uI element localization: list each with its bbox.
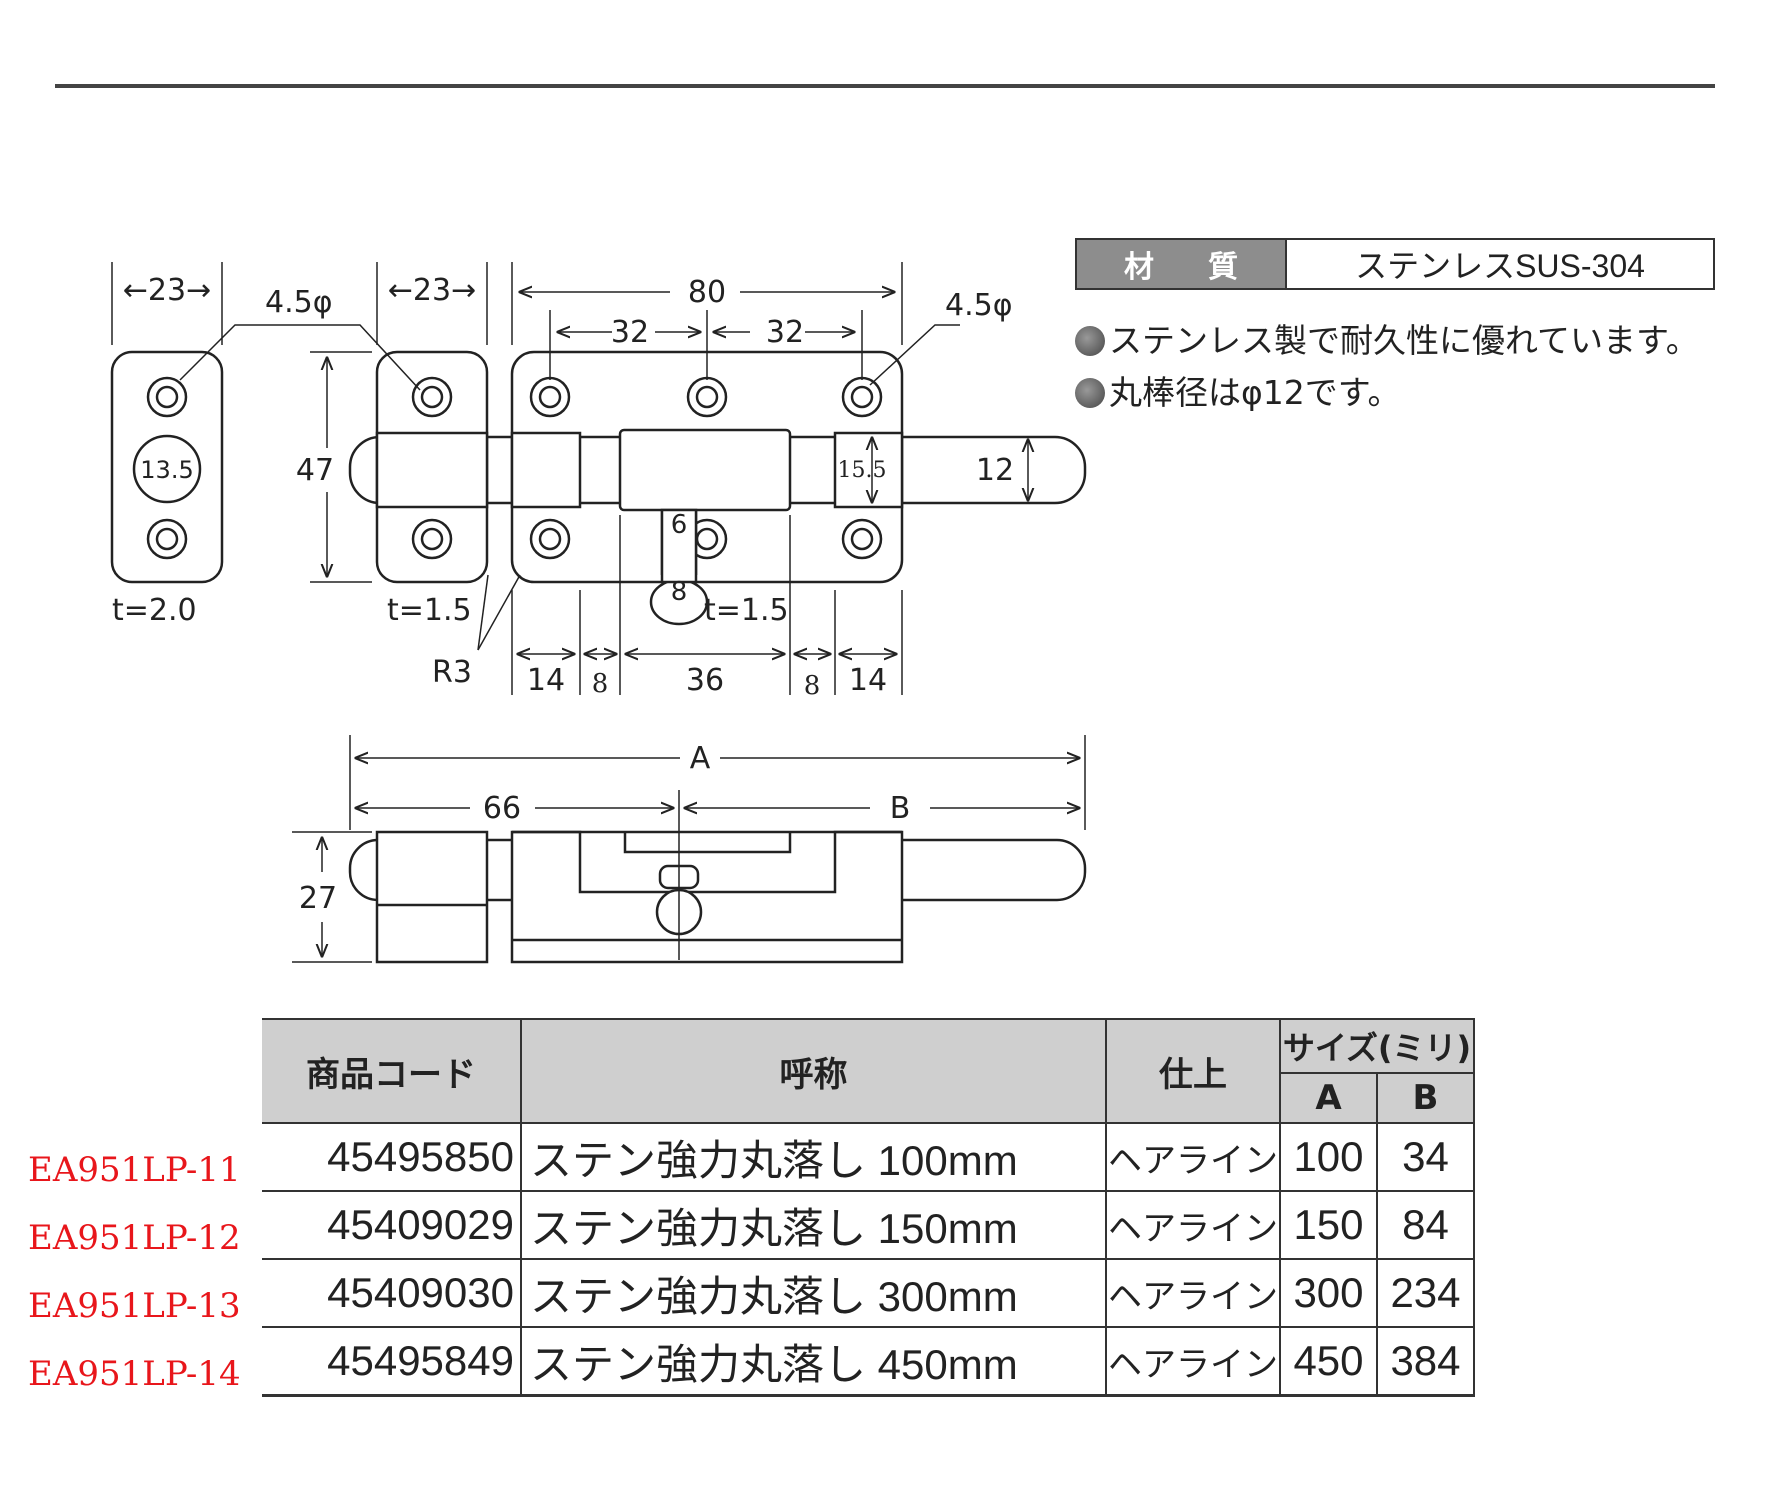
product-name: ステン強力丸落し 300mm xyxy=(520,1258,1107,1328)
header-size: サイズ(ミリ) xyxy=(1279,1018,1475,1074)
product-name: ステン強力丸落し 450mm xyxy=(520,1326,1107,1397)
table-row: 45409029 ステン強力丸落し 150mm ヘアライン 150 84 xyxy=(262,1190,1475,1260)
model-number: EA951LP-14 xyxy=(28,1354,241,1394)
dim-47: 47 xyxy=(296,453,334,488)
product-name: ステン強力丸落し 100mm xyxy=(520,1122,1107,1192)
dim-23-left: ←23→ xyxy=(123,273,211,308)
table-row: 45495850 ステン強力丸落し 100mm ヘアライン 100 34 xyxy=(262,1122,1475,1192)
material-box: 材 質 ステンレスSUS-304 xyxy=(1075,238,1715,290)
header-b: B xyxy=(1376,1072,1475,1124)
size-b: 384 xyxy=(1376,1326,1475,1397)
dim-14-b: 14 xyxy=(849,663,887,698)
size-b: 34 xyxy=(1376,1122,1475,1192)
dim-A: A xyxy=(690,741,711,776)
material-label: 材 質 xyxy=(1077,240,1287,288)
dim-80: 80 xyxy=(688,275,726,310)
dim-36: 36 xyxy=(686,663,724,698)
size-b: 84 xyxy=(1376,1190,1475,1260)
product-code: 45409029 xyxy=(262,1190,522,1260)
size-a: 100 xyxy=(1279,1122,1378,1192)
size-a: 150 xyxy=(1279,1190,1378,1260)
dim-14-a: 14 xyxy=(527,663,565,698)
hole-label-right: 4.5φ xyxy=(945,288,1013,323)
hole-label-left: 4.5φ xyxy=(265,285,333,320)
product-finish: ヘアライン xyxy=(1105,1326,1281,1397)
dim-6: 6 xyxy=(671,510,688,540)
header-code: 商品コード xyxy=(262,1018,522,1124)
model-number: EA951LP-13 xyxy=(28,1286,241,1326)
dim-8-knob: 8 xyxy=(671,577,688,607)
dim-32-a: 32 xyxy=(611,315,649,350)
dim-27: 27 xyxy=(299,881,337,916)
feature-item: ステンレス製で耐久性に優れています。 xyxy=(1075,315,1699,367)
feature-item: 丸棒径はφ12です。 xyxy=(1075,367,1699,419)
dim-12: 12 xyxy=(976,453,1014,488)
dim-B: B xyxy=(890,791,911,826)
dim-32-b: 32 xyxy=(766,315,804,350)
dim-66: 66 xyxy=(483,791,521,826)
size-b: 234 xyxy=(1376,1258,1475,1328)
product-finish: ヘアライン xyxy=(1105,1122,1281,1192)
header-finish: 仕上 xyxy=(1105,1018,1281,1124)
table-row: 45409030 ステン強力丸落し 300mm ヘアライン 300 234 xyxy=(262,1258,1475,1328)
bullet-icon xyxy=(1075,326,1105,356)
size-a: 300 xyxy=(1279,1258,1378,1328)
bullet-icon xyxy=(1075,378,1105,408)
model-number: EA951LP-11 xyxy=(28,1150,241,1190)
product-finish: ヘアライン xyxy=(1105,1190,1281,1260)
product-code: 45409030 xyxy=(262,1258,522,1328)
size-a: 450 xyxy=(1279,1326,1378,1397)
table-row: 45495849 ステン強力丸落し 450mm ヘアライン 450 384 xyxy=(262,1326,1475,1397)
product-code: 45495849 xyxy=(262,1326,522,1397)
t-2-0: t=2.0 xyxy=(112,593,197,628)
dim-23-mid: ←23→ xyxy=(388,273,476,308)
t-1-5-a: t=1.5 xyxy=(387,593,472,628)
dim-8-a: 8 xyxy=(592,669,609,699)
material-value: ステンレスSUS-304 xyxy=(1355,248,1645,284)
product-code: 45495850 xyxy=(262,1122,522,1192)
product-finish: ヘアライン xyxy=(1105,1258,1281,1328)
t-1-5-b: t=1.5 xyxy=(704,593,789,628)
model-number: EA951LP-12 xyxy=(28,1218,241,1258)
dim-15-5: 15.5 xyxy=(838,458,887,483)
left-plate xyxy=(110,350,224,584)
header-a: A xyxy=(1279,1072,1378,1124)
dim-13-5: 13.5 xyxy=(140,456,193,484)
spec-table: 商品コード 呼称 仕上 サイズ(ミリ) A B 45495850 ステン強力丸落… xyxy=(262,1018,1475,1397)
r3: R3 xyxy=(432,655,472,690)
feature-list: ステンレス製で耐久性に優れています。 丸棒径はφ12です。 xyxy=(1075,315,1699,419)
dim-8-b: 8 xyxy=(804,671,821,701)
product-name: ステン強力丸落し 150mm xyxy=(520,1190,1107,1260)
top-rule xyxy=(55,84,1715,88)
header-name: 呼称 xyxy=(520,1018,1107,1124)
